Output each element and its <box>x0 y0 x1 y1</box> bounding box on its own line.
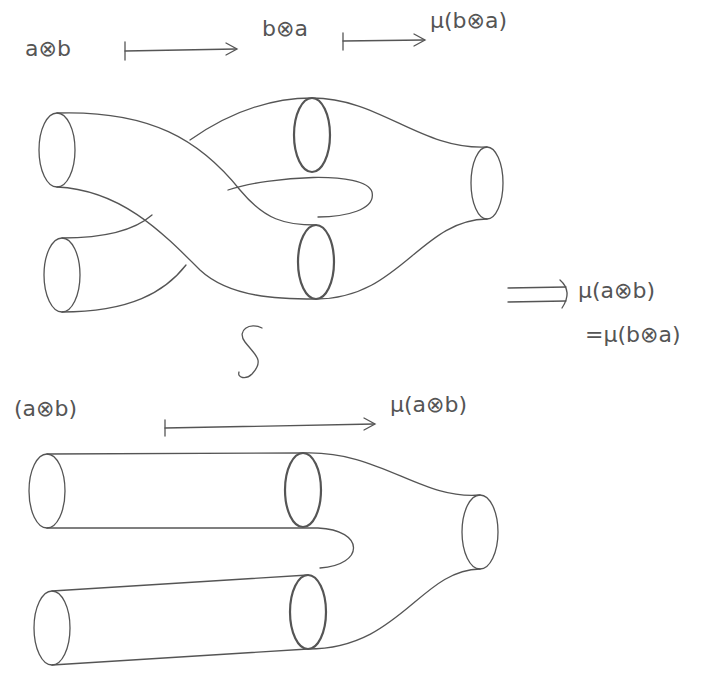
equivalence-symbol <box>239 326 262 378</box>
maps-to-arrow <box>165 418 375 436</box>
formula-label: μ(a⊗b) <box>390 392 467 418</box>
formula-label: (a⊗b) <box>14 396 77 422</box>
formula-label: =μ(b⊗a) <box>585 322 680 348</box>
formula-label: μ(b⊗a) <box>430 8 507 34</box>
twisted-pants-cobordism <box>39 98 503 312</box>
formula-label: a⊗b <box>25 36 71 62</box>
implies-arrow <box>508 280 567 308</box>
pants-cobordism <box>29 453 498 665</box>
formula-label: b⊗a <box>262 16 308 42</box>
formula-label: μ(a⊗b) <box>578 278 655 304</box>
